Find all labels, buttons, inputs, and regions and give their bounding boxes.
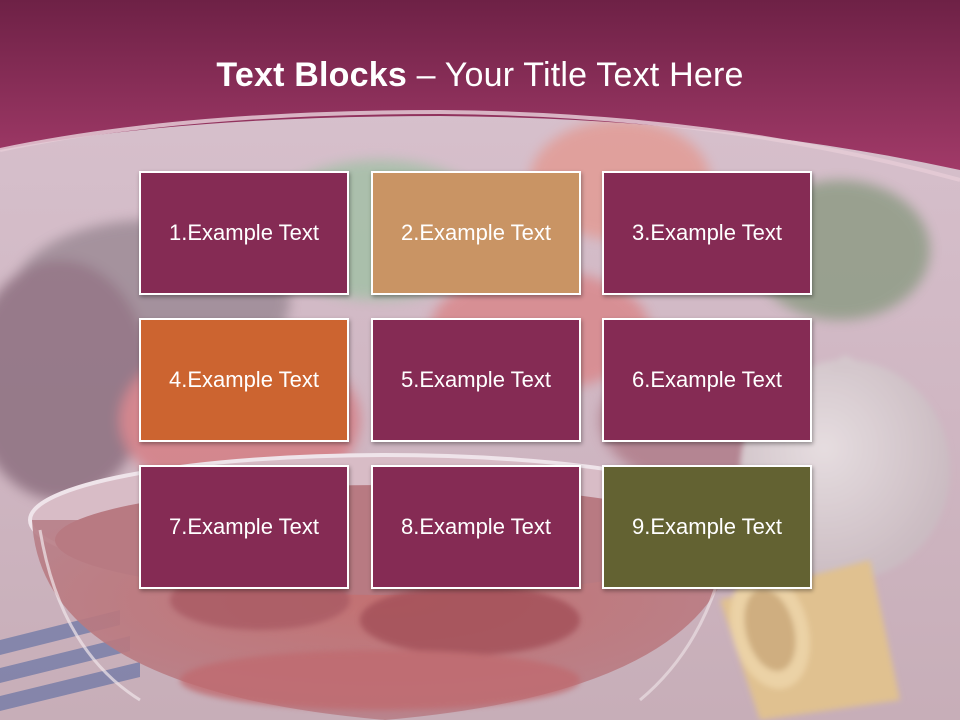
slide-title: Text Blocks – Your Title Text Here [0,52,960,98]
title-dash: – [406,56,445,94]
text-block-3[interactable]: 3.Example Text [602,171,812,295]
text-block-5[interactable]: 5.Example Text [371,318,581,442]
text-block-1[interactable]: 1.Example Text [139,171,349,295]
text-block-6[interactable]: 6.Example Text [602,318,812,442]
text-block-2[interactable]: 2.Example Text [371,171,581,295]
text-block-8[interactable]: 8.Example Text [371,465,581,589]
title-rest: Your Title Text Here [444,56,744,94]
text-block-9[interactable]: 9.Example Text [602,465,812,589]
text-block-7[interactable]: 7.Example Text [139,465,349,589]
text-block-4[interactable]: 4.Example Text [139,318,349,442]
title-bold: Text Blocks [216,56,407,94]
